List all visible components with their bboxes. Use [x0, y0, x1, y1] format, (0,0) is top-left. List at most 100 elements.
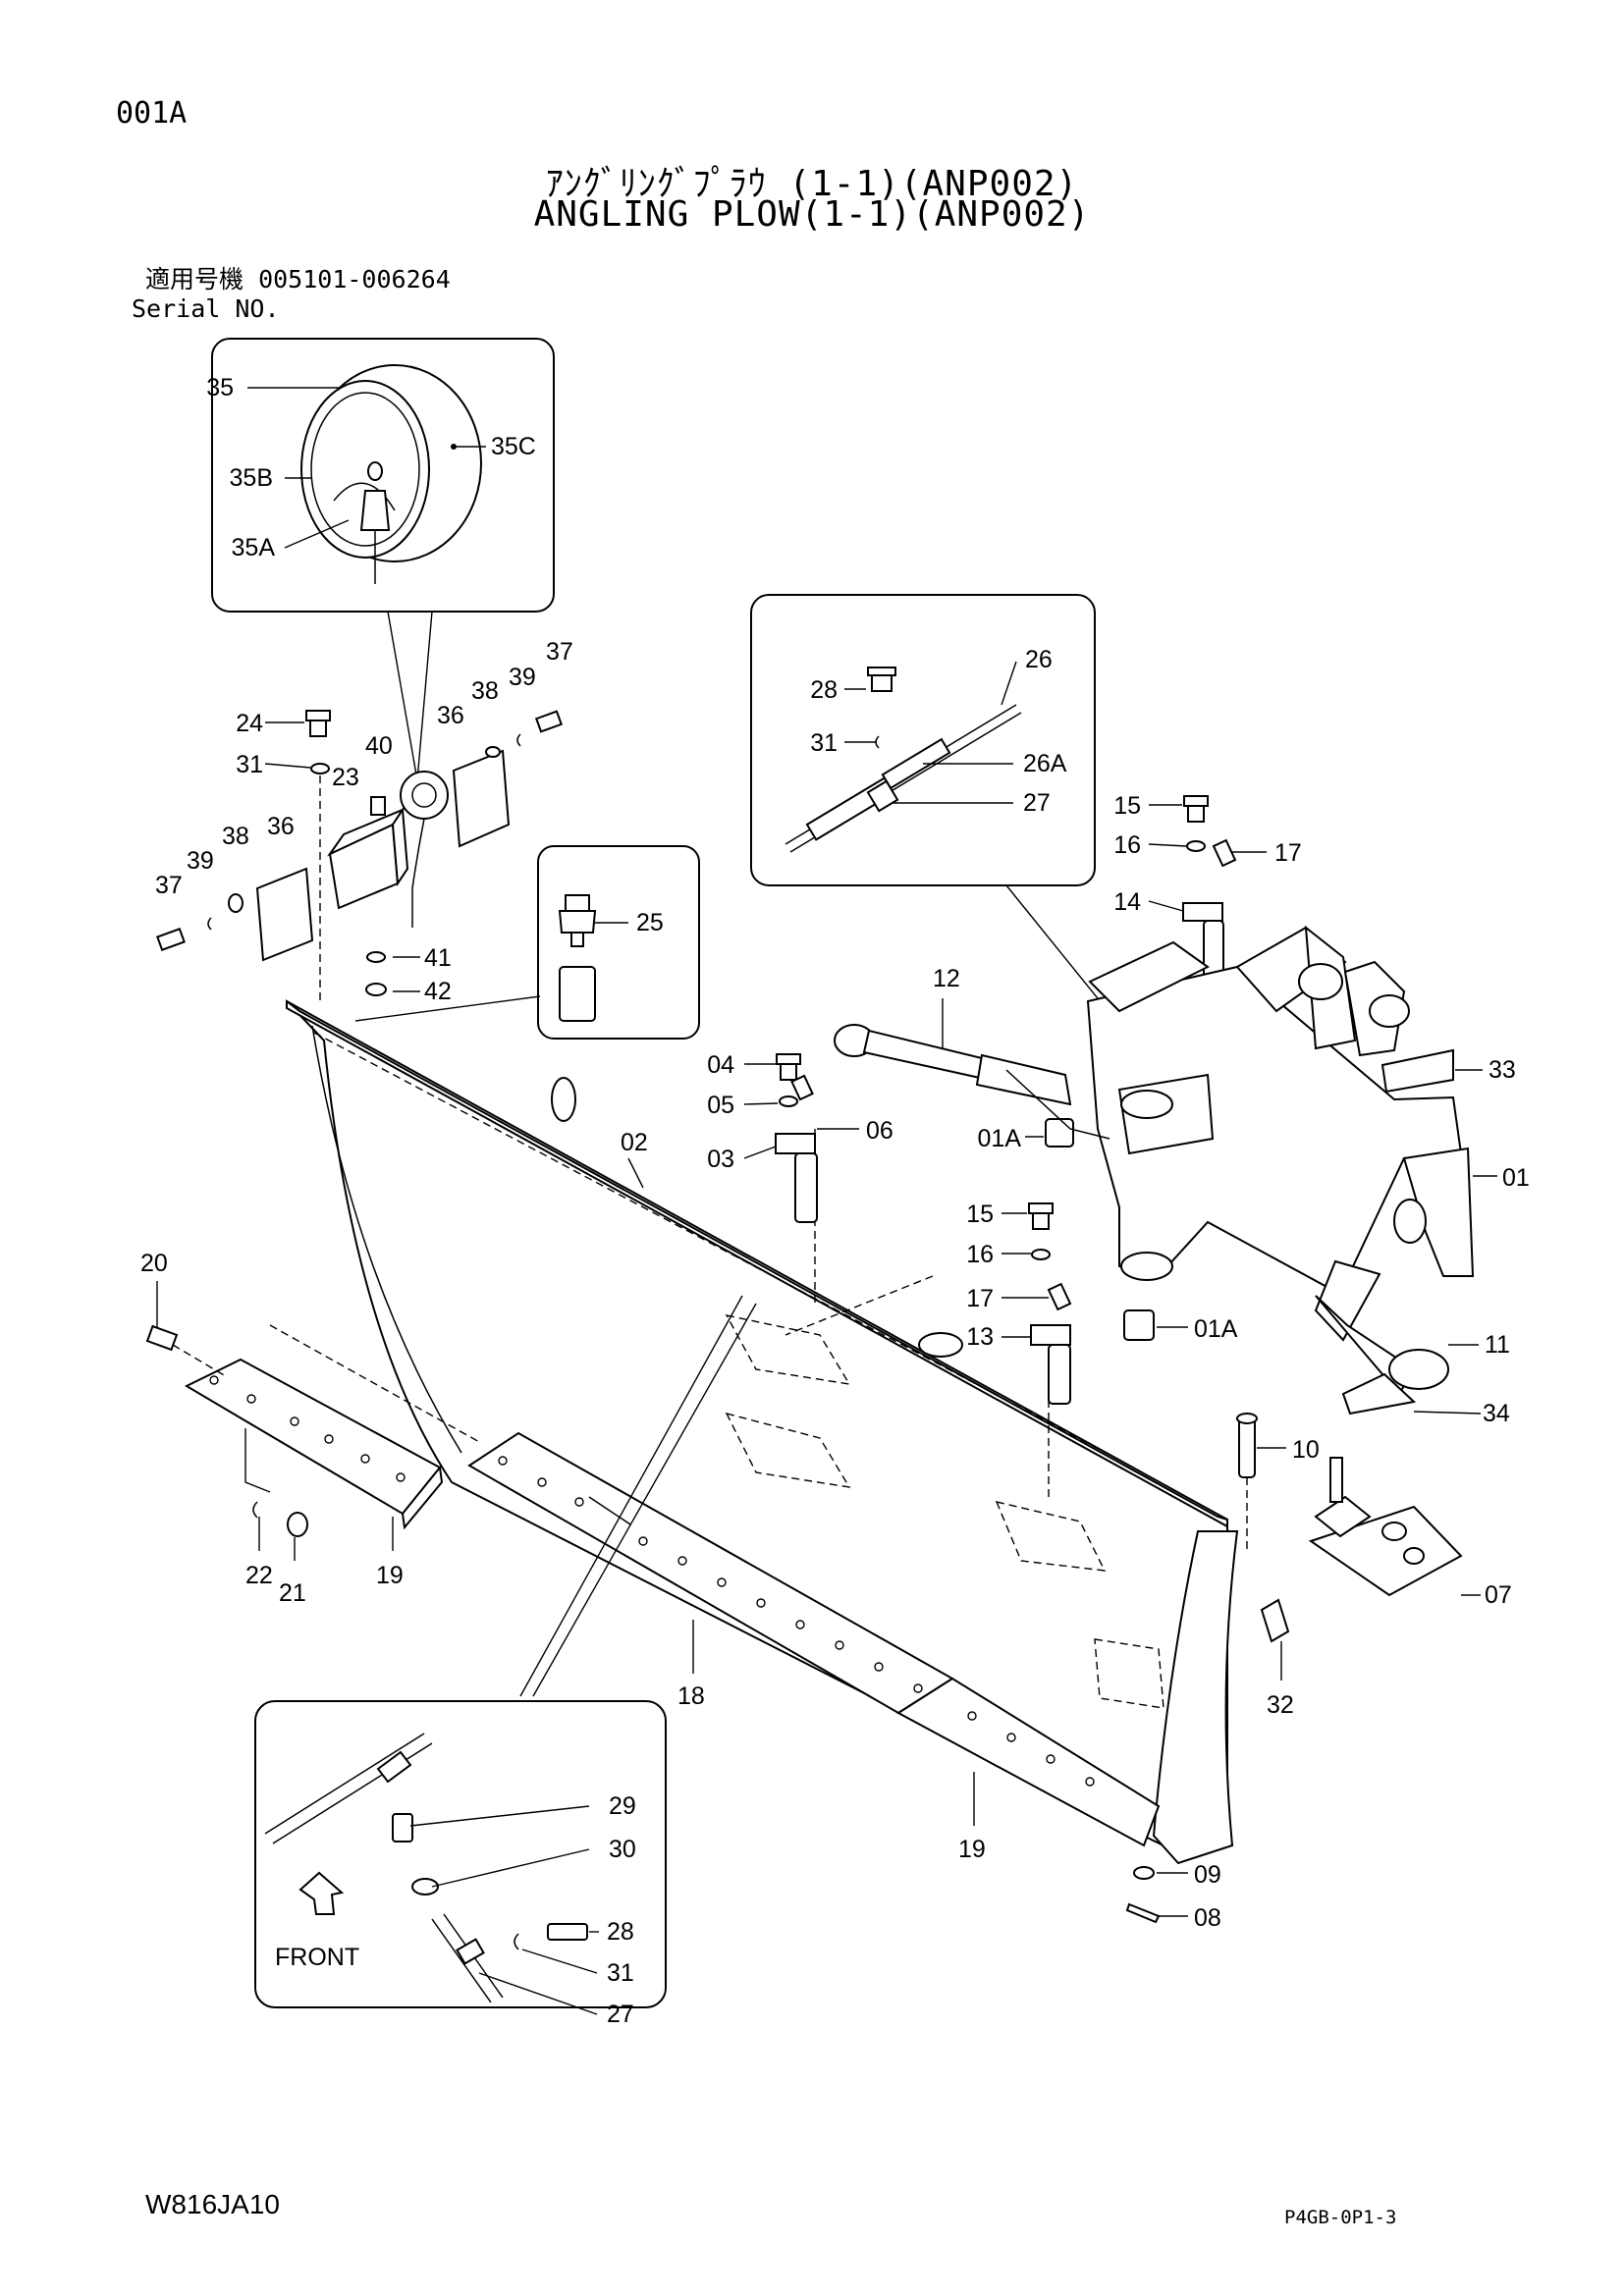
callout-31: 31: [236, 751, 263, 778]
callout-02: 02: [621, 1129, 648, 1156]
front-label: FRONT: [275, 1944, 359, 1971]
callout-35A: 35A: [232, 534, 276, 561]
inset-connector-hose-lower: [519, 1295, 743, 1697]
pivot-pin-center: [775, 1053, 818, 1223]
inset-connector-nipple: [354, 995, 541, 1022]
callout-34: 34: [1483, 1400, 1510, 1427]
callout-38: 38: [471, 677, 499, 705]
callout-03: 03: [707, 1146, 734, 1173]
callout-05: 05: [707, 1092, 734, 1119]
callout-26: 26: [1025, 646, 1053, 673]
callout-26A: 26A: [1023, 750, 1067, 777]
washer-09: [1133, 1866, 1155, 1880]
wedge-34: [1341, 1372, 1417, 1415]
drawing-code: W816JA10: [145, 2189, 280, 2219]
callout-27: 27: [1023, 789, 1051, 817]
callout-17: 17: [1274, 839, 1302, 867]
callout-31: 31: [607, 1959, 634, 1987]
title-english: ANGLING PLOW(1-1)(ANP002): [533, 194, 1091, 235]
callout-06: 06: [866, 1117, 893, 1145]
pin-10: [1236, 1413, 1258, 1551]
callout-30: 30: [609, 1836, 636, 1863]
callout-42: 42: [424, 978, 452, 1005]
callout-36: 36: [267, 813, 295, 840]
callout-32: 32: [1267, 1691, 1294, 1719]
callout-15: 15: [1113, 792, 1141, 820]
callout-07: 07: [1485, 1581, 1512, 1609]
cutting-edge-right: [896, 1677, 1161, 1847]
callout-09: 09: [1194, 1861, 1221, 1889]
hose-assembly: [785, 667, 1022, 853]
wedge-33: [1380, 1048, 1454, 1094]
callout-35: 35: [206, 374, 234, 401]
callout-16: 16: [966, 1241, 994, 1268]
callout-15: 15: [966, 1201, 994, 1228]
lamp-bracket-group: [156, 710, 564, 1003]
callout-35B: 35B: [230, 464, 273, 492]
bolt-holes: [209, 1375, 1095, 1787]
callout-16: 16: [1113, 831, 1141, 859]
callout-22: 22: [245, 1562, 273, 1589]
callout-01A: 01A: [1194, 1315, 1238, 1343]
callout-14: 14: [1113, 888, 1141, 916]
bushings: [1045, 1118, 1155, 1341]
serial-line: 適用号機 005101-006264: [145, 260, 451, 295]
leader-31a: [264, 763, 311, 769]
cylinder-11: [1314, 1259, 1449, 1396]
callout-19: 19: [958, 1836, 986, 1863]
callout-13: 13: [966, 1323, 994, 1351]
callout-19: 19: [376, 1562, 404, 1589]
callout-21: 21: [279, 1579, 306, 1607]
callout-20: 20: [140, 1250, 168, 1277]
serial-label-jp: 適用号機: [145, 265, 244, 294]
callout-35C: 35C: [491, 433, 536, 460]
callout-31: 31: [810, 729, 838, 757]
mount-bracket-07: [1308, 1457, 1463, 1597]
lens-cover-right: [452, 749, 511, 848]
callout-17: 17: [966, 1285, 994, 1312]
callout-11: 11: [1485, 1331, 1510, 1359]
cotter-pin-08: [1125, 1902, 1161, 1924]
a-frame: [1086, 925, 1475, 1298]
cylinder-12: [834, 1024, 1110, 1140]
leader-35A: [284, 519, 350, 549]
callout-36: 36: [437, 702, 464, 729]
title-japanese: ｱﾝｸﾞﾘﾝｸﾞﾌﾟﾗｳ (1-1)(ANP002): [545, 164, 1079, 204]
callout-29: 29: [609, 1792, 636, 1820]
callout-25: 25: [636, 909, 664, 936]
callout-37: 37: [546, 638, 573, 666]
callout-12: 12: [933, 965, 960, 992]
callout-28: 28: [810, 676, 838, 704]
hose-fittings: [264, 1733, 588, 2003]
pivot-pin-lower: [1028, 1202, 1072, 1405]
callout-10: 10: [1292, 1436, 1320, 1464]
callout-37: 37: [155, 872, 183, 899]
callout-01: 01: [1502, 1164, 1530, 1192]
lens-cover-left: [255, 867, 314, 962]
callout-24: 24: [236, 710, 263, 737]
callout-38: 38: [222, 823, 249, 850]
callout-39: 39: [509, 664, 536, 691]
sheet-reference: P4GB-0P1-3: [1284, 2207, 1397, 2228]
plow-blade: [286, 998, 1239, 1865]
inset-connector-lamp: [387, 611, 433, 781]
callout-18: 18: [677, 1682, 705, 1710]
callout-33: 33: [1489, 1056, 1516, 1084]
callout-40: 40: [365, 732, 393, 760]
callout-41: 41: [424, 944, 452, 972]
grease-fitting: [558, 894, 597, 1022]
callout-04: 04: [707, 1051, 734, 1079]
serial-label-en: Serial NO.: [132, 294, 280, 323]
serial-range: 005101-006264: [258, 265, 451, 294]
callout-23: 23: [332, 764, 359, 791]
callout-28: 28: [607, 1918, 634, 1946]
lamp-assembly: [300, 364, 482, 584]
pivot-pin-upper: [1182, 795, 1237, 981]
front-arrow-icon: [298, 1871, 345, 1915]
hose-detail-inset: [750, 594, 1096, 886]
callout-01A: 01A: [978, 1125, 1022, 1152]
callout-27: 27: [607, 2001, 634, 2028]
callout-08: 08: [1194, 1904, 1221, 1932]
plate-32: [1260, 1598, 1290, 1643]
